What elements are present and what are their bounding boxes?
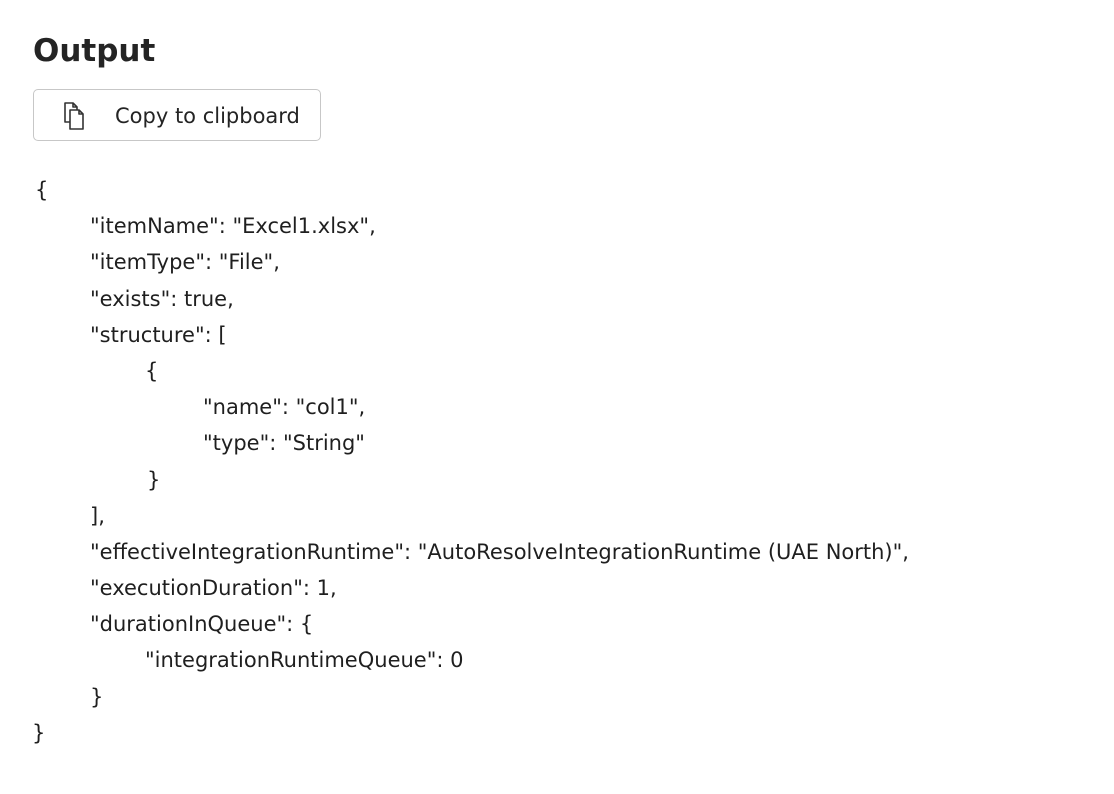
code-line: { bbox=[35, 178, 49, 202]
code-line: "structure": [ bbox=[90, 322, 227, 347]
copy-button-label: Copy to clipboard bbox=[115, 104, 300, 128]
code-line: "durationInQueue": { bbox=[90, 612, 314, 637]
code-line: ], bbox=[90, 503, 105, 528]
copy-to-clipboard-button[interactable]: Copy to clipboard bbox=[33, 89, 321, 141]
code-line: { bbox=[145, 358, 159, 383]
code-line: "effectiveIntegrationRuntime": "AutoReso… bbox=[90, 539, 909, 564]
code-line: } bbox=[32, 720, 46, 745]
page-title: Output bbox=[33, 33, 156, 69]
code-line: "executionDuration": 1, bbox=[90, 576, 337, 601]
code-line: "name": "col1", bbox=[203, 395, 366, 420]
code-line: "itemName": "Excel1.xlsx", bbox=[90, 214, 376, 239]
code-line: } bbox=[90, 684, 104, 709]
code-line: } bbox=[147, 467, 161, 492]
code-line: "type": "String" bbox=[203, 431, 365, 456]
json-output: { "itemName": "Excel1.xlsx", "itemType":… bbox=[30, 172, 909, 751]
code-line: "integrationRuntimeQueue": 0 bbox=[145, 648, 464, 673]
code-line: "exists": true, bbox=[90, 286, 234, 311]
code-line: "itemType": "File", bbox=[90, 250, 280, 275]
copy-icon bbox=[60, 101, 90, 131]
